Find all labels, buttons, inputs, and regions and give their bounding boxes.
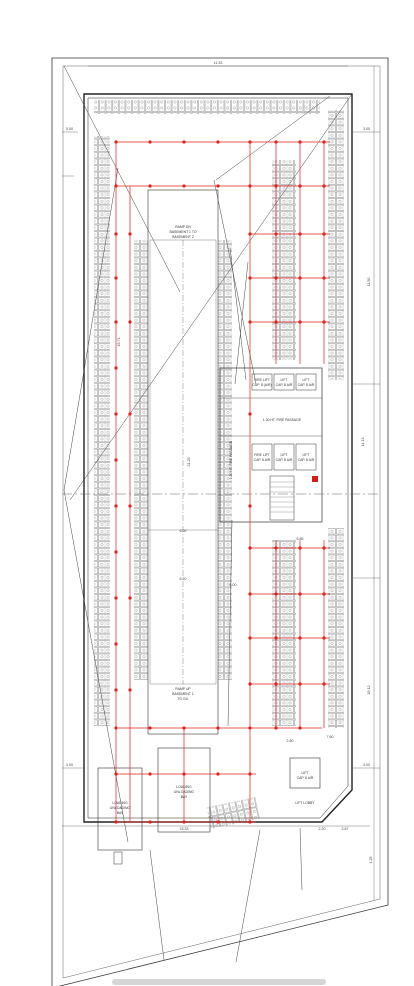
svg-text:CAP. 8 A/R: CAP. 8 A/R [276,383,293,387]
svg-text:CAP. 8 A/R: CAP. 8 A/R [298,458,315,462]
svg-text:CAP. 8 A/R: CAP. 8 A/R [254,458,271,462]
lift-box-4 [295,443,317,471]
parking-strip-right-lower [328,528,344,728]
core-vertical-label: 1.50 HT. FIRE PASSAGE [229,440,233,479]
dim-right-1: 3.00 [363,127,370,131]
fire-lift-label: FIRE LIFT [254,378,270,382]
ramp-block [147,189,219,735]
lift-box-3 [273,443,295,471]
loading-bay-center-label: LOADING [176,785,192,789]
fire-passage-label: 1.00 HT. FIRE PASSAGE [263,418,302,422]
dim-left-top: 5.00 [66,127,73,131]
loading-bay-left [97,767,143,851]
parking-strip-inner-left [134,240,148,680]
dim-ramp-width-2: 6.20 [180,577,187,581]
dim-core-w: 6.85 [297,537,304,541]
dim-right-2: 11.50 [367,278,371,287]
ramp-top-label: RAMP DN [175,225,191,229]
svg-text:CAP. 8 A/R: CAP. 8 A/R [298,383,315,387]
svg-text:BASEMENT 1 TO: BASEMENT 1 TO [170,230,197,234]
dim-right-3: 14.13 [361,438,365,447]
lift-lobby-label: LIFT LOBBY [295,801,315,805]
bottom-rooms [97,747,321,865]
dim-ramp-width: 6.00 [180,529,187,533]
dim-right-6: 4.25 [369,857,373,864]
lift-label-4: LIFT [303,453,310,457]
lift-label-1: LIFT [281,378,288,382]
parking-strip-mid-upper [272,160,296,360]
ramp-diagonals [63,65,353,963]
dim-bottom-2: 2.20 [319,827,326,831]
plan-labels: RAMP DN BASEMENT 1 TO BASEMENT 2 RAMP UP… [66,61,373,864]
dimension-lines [62,65,380,900]
svg-text:CAP. 8 A/R: CAP. 8 A/R [276,458,293,462]
parking-strip-left [94,136,110,726]
loading-bay-left-label: LOADING [112,801,128,805]
sprinkler-heads [114,140,326,824]
dim-bottom-1: 15.33 [180,827,189,831]
dim-left-mid: 19.71 [117,338,121,347]
dim-core-w2: 7.60 [327,735,334,739]
building-outline [83,93,353,823]
parking-strip-right-upper [328,110,344,380]
fire-lift-box [251,373,273,391]
parking-bays [94,100,344,829]
dim-center-v: 31.25 [187,458,191,467]
dim-bottom-3: 2.87 [342,827,349,831]
dim-bottom-left: 3.00 [66,763,73,767]
lift-room-bottom [289,757,321,789]
dim-right-5: 3.00 [363,763,370,767]
service-core [219,367,323,523]
svg-text:BAY: BAY [117,811,124,815]
fire-lift-box-2 [251,443,273,471]
svg-text:BASEMENT 2: BASEMENT 2 [172,235,194,239]
svg-text:UNLOADING: UNLOADING [110,806,131,810]
lift-label-3: LIFT [281,453,288,457]
ramp-bottom-label: RAMP UP [175,687,191,691]
dim-aisle: 6.00 [230,583,237,587]
parking-strip-mid-lower [272,540,296,726]
svg-text:BASEMENT 1: BASEMENT 1 [172,692,194,696]
parking-strip-inner-right [218,240,232,680]
dim-top-width: 11.33 [214,61,223,65]
lift-box-1 [273,373,295,391]
lift-box-2 [295,373,317,391]
fire-lift-label-2: FIRE LIFT [254,453,270,457]
parking-strip-bottom [206,797,260,829]
svg-text:CAP. 8 A/R: CAP. 8 A/R [297,776,314,780]
horizontal-scrollbar[interactable] [112,979,326,985]
staircase [269,475,295,521]
bottom-lift-label: LIFT [302,771,309,775]
parking-strip-top [94,100,320,114]
dim-right-4: 18.12 [367,686,371,695]
lift-label-2: LIFT [303,378,310,382]
svg-text:UNLOADING: UNLOADING [174,790,195,794]
svg-text:TO G/L: TO G/L [177,697,188,701]
svg-text:CAP. 8 (A/R): CAP. 8 (A/R) [252,383,271,387]
dim-lobby: 2.80 [287,739,294,743]
sprinkler-network [115,141,330,823]
stair-treads [270,481,294,513]
svg-text:BAY: BAY [181,795,188,799]
